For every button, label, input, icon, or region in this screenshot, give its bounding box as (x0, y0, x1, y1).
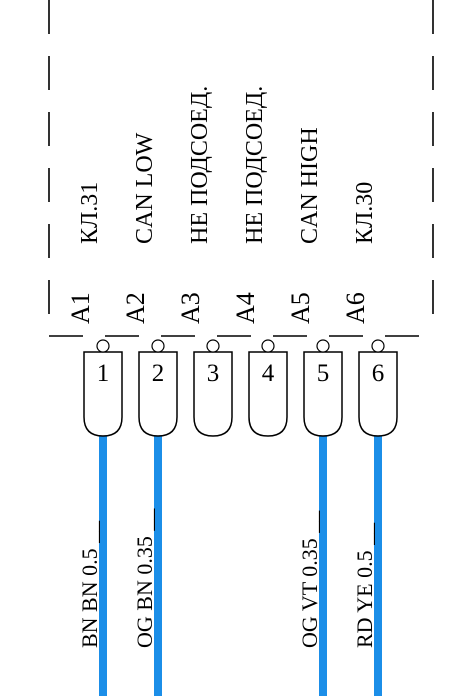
signal-label-6: КЛ.30 (352, 182, 378, 244)
wires (99, 432, 382, 696)
pin-lock-6 (371, 339, 385, 353)
pin-number-6: 6 (372, 360, 385, 387)
pin-number-2: 2 (152, 360, 165, 387)
connector-cavity-6 (358, 351, 398, 437)
wire-labels: BN BN 0.5 __ OG BN 0.35 __ OG VT 0.35 __ RD… (77, 508, 377, 648)
wire-label-2: OG BN 0.35 __ (132, 508, 157, 648)
signal-label-5: CAN HIGH (297, 127, 323, 244)
pin-number-5: 5 (317, 360, 330, 387)
connector-cavity-3 (193, 351, 233, 437)
pin-lock-4 (261, 339, 275, 353)
connector-cavity-1 (83, 351, 123, 437)
pin-label-a2: A2 (121, 292, 150, 324)
pin-number-1: 1 (97, 360, 110, 387)
signal-label-2: CAN LOW (132, 132, 158, 244)
pin-number-4: 4 (262, 360, 275, 387)
pin-lock-5 (316, 339, 330, 353)
wire-label-5: OG VT 0.35 __ (297, 510, 322, 648)
pin-lock-3 (206, 339, 220, 353)
pin-label-a4: A4 (231, 292, 260, 324)
connector-cavity-5 (303, 351, 343, 437)
signal-label-1: КЛ.31 (77, 182, 103, 244)
pin-number-3: 3 (207, 360, 220, 387)
pin-label-a6: A6 (341, 292, 370, 324)
connector: 1 2 3 4 5 6 (83, 339, 398, 437)
connector-cavity-2 (138, 351, 178, 437)
signal-label-4: НЕ ПОДСОЕД. (242, 86, 268, 244)
pin-lock-1 (96, 339, 110, 353)
connector-cavity-4 (248, 351, 288, 437)
pin-label-a5: A5 (286, 292, 315, 324)
wire-label-1: BN BN 0.5 __ (77, 520, 102, 648)
wire-label-6: RD YE 0.5 __ (352, 522, 377, 648)
pin-label-a1: A1 (66, 292, 95, 324)
signal-label-3: НЕ ПОДСОЕД. (187, 86, 213, 244)
pin-lock-2 (151, 339, 165, 353)
pin-label-a3: A3 (176, 292, 205, 324)
